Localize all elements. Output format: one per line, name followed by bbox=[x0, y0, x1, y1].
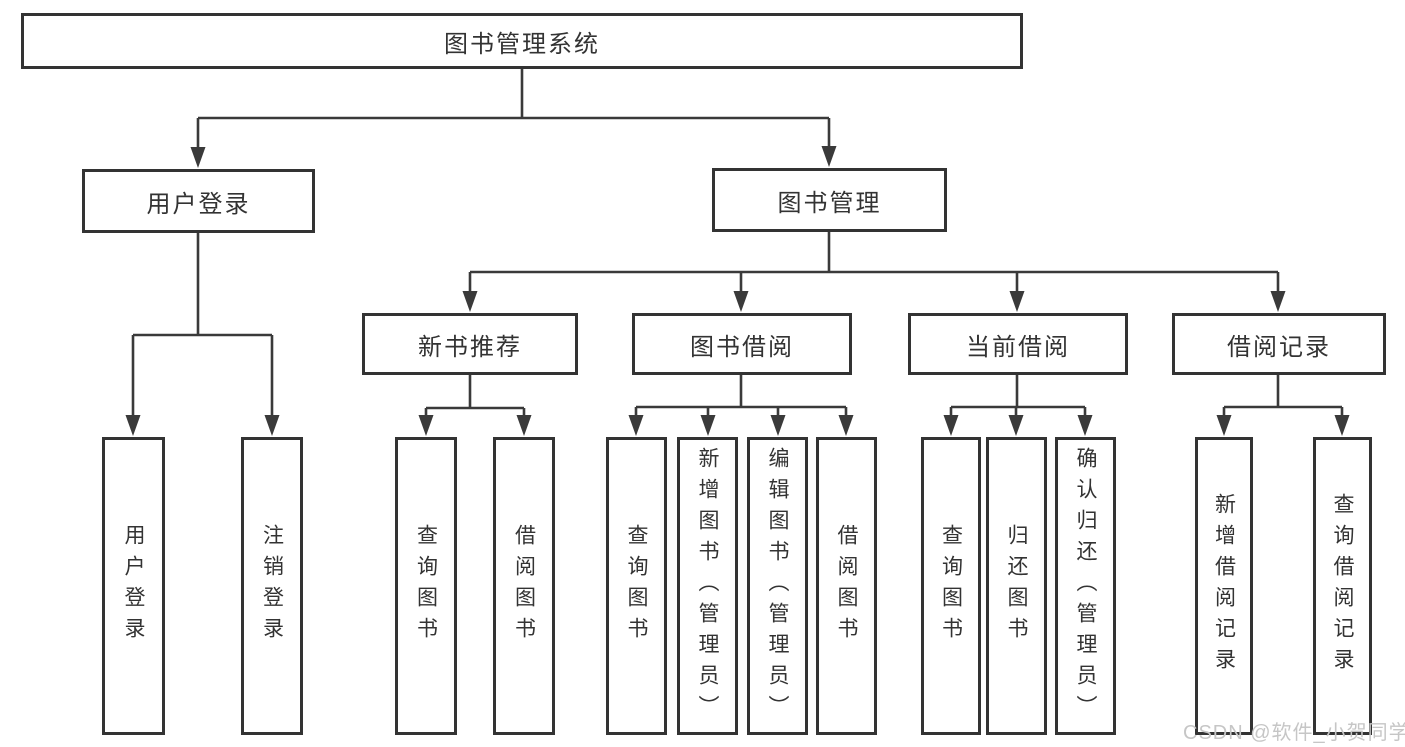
node-leaf-borrow-books: 借阅图书 bbox=[816, 437, 877, 735]
node-new-book-recommend: 新书推荐 bbox=[362, 313, 578, 375]
node-leaf-add-borrow-record: 新增借阅记录 bbox=[1195, 437, 1253, 735]
node-current-borrowing: 当前借阅 bbox=[908, 313, 1128, 375]
node-leaf-user-login: 用户登录 bbox=[102, 437, 165, 735]
node-leaf-add-books-admin: 新增图书（管理员） bbox=[677, 437, 738, 735]
csdn-watermark: CSDN @软件_小贺同学 bbox=[1183, 722, 1405, 744]
node-user-login: 用户登录 bbox=[82, 169, 315, 233]
node-leaf-edit-books-admin: 编辑图书（管理员） bbox=[747, 437, 808, 735]
node-leaf-confirm-return-admin: 确认归还（管理员） bbox=[1055, 437, 1116, 735]
node-leaf-borrow-query-books: 查询图书 bbox=[606, 437, 667, 735]
node-book-borrowing: 图书借阅 bbox=[632, 313, 852, 375]
node-leaf-recommend-query-books: 查询图书 bbox=[395, 437, 457, 735]
node-leaf-return-books: 归还图书 bbox=[986, 437, 1047, 735]
node-leaf-current-query-books: 查询图书 bbox=[921, 437, 981, 735]
node-leaf-logout: 注销登录 bbox=[241, 437, 303, 735]
node-borrowing-records: 借阅记录 bbox=[1172, 313, 1386, 375]
node-root: 图书管理系统 bbox=[21, 13, 1023, 69]
node-leaf-query-borrow-record: 查询借阅记录 bbox=[1313, 437, 1372, 735]
node-book-management: 图书管理 bbox=[712, 168, 947, 232]
node-leaf-recommend-borrow-books: 借阅图书 bbox=[493, 437, 555, 735]
